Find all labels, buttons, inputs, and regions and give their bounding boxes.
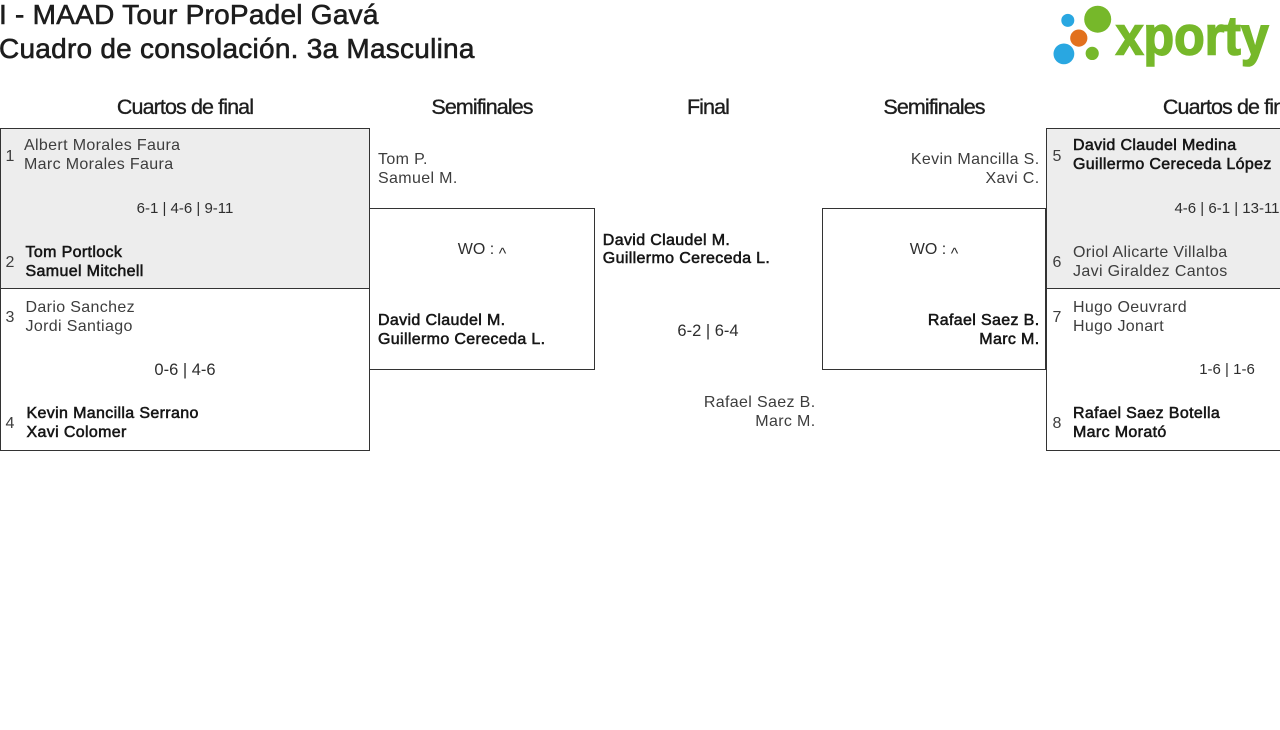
svg-text:xporty: xporty [1116, 4, 1269, 66]
